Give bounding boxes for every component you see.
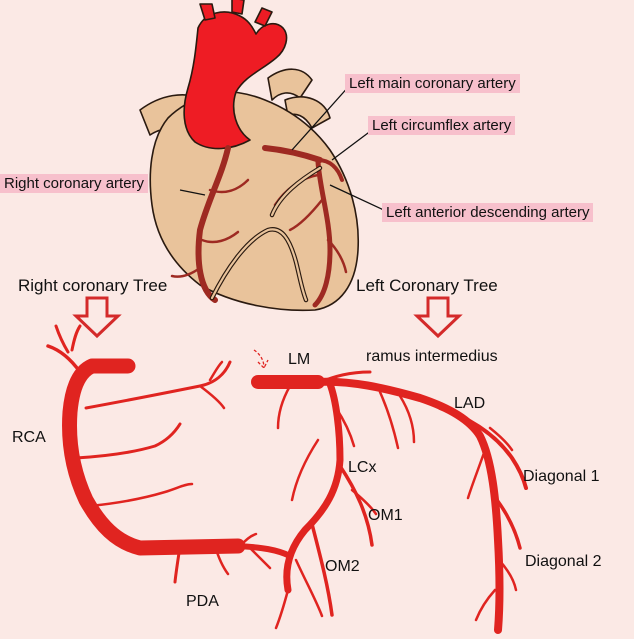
heart-illustration xyxy=(139,0,360,312)
pda-branch-3 xyxy=(238,532,258,548)
pda-branch-2 xyxy=(213,544,230,576)
label-lad: LAD xyxy=(454,395,486,412)
lcx-posterior-inner xyxy=(270,166,322,217)
rca-right-branch-tip-1 xyxy=(198,384,226,410)
lm-origin-arrow-icon xyxy=(253,349,269,370)
label-rca: RCA xyxy=(12,429,46,446)
rca-on-heart xyxy=(195,145,231,303)
lad-branch-b xyxy=(326,238,348,274)
ramus-branch xyxy=(316,370,372,385)
lad-branch-lower-b xyxy=(474,588,497,622)
rca-lower-branch xyxy=(88,482,194,508)
label-left-main-coronary-artery: Left main coronary artery xyxy=(345,74,520,93)
aorta-branch-3 xyxy=(254,7,273,27)
om1-branch xyxy=(338,464,374,547)
pda-branch-1 xyxy=(173,544,182,584)
diagonal-1-twig xyxy=(488,426,514,452)
rca-branch-c xyxy=(170,266,202,278)
label-diagonal-1: Diagonal 1 xyxy=(523,468,600,485)
rca-right-branch xyxy=(84,360,232,410)
om2-branch xyxy=(310,522,334,617)
rca-right-branch-tip-2 xyxy=(208,360,224,382)
leader-lines xyxy=(179,84,389,213)
left-coronary-tree xyxy=(251,370,528,634)
lad-septal-2 xyxy=(398,394,416,444)
om2-twig xyxy=(294,558,324,618)
rca-top-branch-1 xyxy=(46,344,82,374)
lad-on-heart xyxy=(312,159,333,308)
aorta-branch-1 xyxy=(199,3,216,21)
right-coronary-tree xyxy=(46,324,293,584)
leader-lad xyxy=(329,184,389,213)
title-right-coronary-tree: Right coronary Tree xyxy=(18,276,168,295)
label-ramus-intermedius: ramus intermedius xyxy=(366,348,498,365)
rca-top-branch-2 xyxy=(54,324,70,354)
lcx-upper-twig xyxy=(334,406,356,448)
lad-main xyxy=(312,377,504,634)
label-left-circumflex-artery: Left circumflex artery xyxy=(368,116,516,135)
rca-top-branch-3 xyxy=(70,324,82,352)
lad-septal xyxy=(378,390,400,450)
lm-on-heart xyxy=(262,145,323,163)
posterior-vessel-inner xyxy=(210,228,308,302)
heart-coronaries xyxy=(170,145,348,308)
label-om2: OM2 xyxy=(325,558,360,575)
lad-branch-lower-a xyxy=(466,448,487,500)
label-lcx: LCx xyxy=(348,459,377,476)
rca-mid-branch xyxy=(74,422,182,460)
title-left-coronary-tree: Left Coronary Tree xyxy=(356,276,498,295)
label-lm: LM xyxy=(288,351,311,368)
lcx-main xyxy=(283,380,344,594)
down-arrow-icon xyxy=(72,296,122,339)
lcx-distal-twig xyxy=(274,588,290,630)
diagonal-2 xyxy=(495,498,522,550)
aorta xyxy=(183,11,288,150)
lcx-on-heart xyxy=(316,158,344,182)
leader-left-circumflex xyxy=(331,129,373,161)
label-pda: PDA xyxy=(186,593,219,610)
diagonal-2-twig xyxy=(497,558,518,592)
lcx-top-branch xyxy=(276,384,292,430)
label-diagonal-2: Diagonal 2 xyxy=(525,553,602,570)
label-om1: OM1 xyxy=(368,507,403,524)
lad-branch-a xyxy=(288,198,324,232)
label-left-anterior-descending-artery: Left anterior descending artery xyxy=(382,203,594,222)
aorta-branch-2 xyxy=(231,0,245,15)
rca-branch-a xyxy=(208,178,250,194)
pulmonary-artery-right xyxy=(267,68,313,101)
rca-main xyxy=(62,358,246,556)
om1-twig xyxy=(350,488,378,516)
label-right-coronary-artery: Right coronary artery xyxy=(0,174,149,193)
leader-right-coronary xyxy=(179,189,206,196)
lcx-left-twig xyxy=(290,438,320,502)
pda-branch-4 xyxy=(248,546,272,570)
diagonal-1 xyxy=(438,406,528,490)
down-arrow-icon xyxy=(413,296,463,339)
leader-left-main xyxy=(291,84,351,151)
rca-branch-b xyxy=(200,230,240,244)
